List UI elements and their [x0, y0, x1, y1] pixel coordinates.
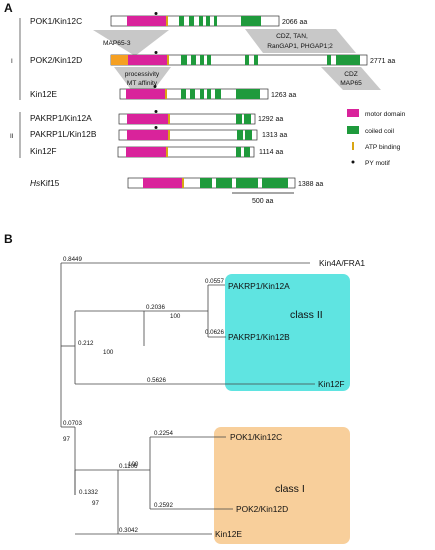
legend-atp-swatch — [352, 142, 354, 150]
annotation-processivity: processivity — [125, 71, 160, 78]
legend-py-label: PY motif — [365, 160, 390, 167]
annotation-cdz-tan: CDZ, TAN, — [276, 33, 308, 40]
domain-bar-pok2 — [110, 51, 368, 66]
leaf-pakrp1b: PAKRP1/Kin12B — [228, 332, 290, 342]
atp-binding-mark — [167, 55, 169, 65]
map65-3-region — [93, 30, 169, 56]
group-i-label: I — [11, 58, 13, 65]
processivity-region — [114, 67, 171, 91]
class-i-label: class I — [275, 483, 305, 495]
branch-length-c2a: 0.2036 — [146, 304, 165, 311]
annotation-map65-3: MAP65-3 — [103, 40, 131, 47]
branch-length-pakrp1b: 0.0626 — [205, 329, 224, 336]
branch-length-kin12e: 0.3042 — [119, 527, 138, 534]
motor-domain — [127, 114, 168, 124]
domain-bar-pok1 — [110, 12, 280, 27]
atp-binding-mark — [166, 147, 168, 157]
motor-domain — [127, 16, 166, 26]
n-terminal-extension — [111, 55, 128, 65]
leaf-pakrp1: PAKRP1/Kin12A — [228, 281, 290, 291]
py-motif-dot — [154, 110, 158, 113]
branch-length-pakrp1: 0.0557 — [205, 278, 224, 285]
phylogenetic-tree — [60, 262, 315, 535]
py-motif-dot — [154, 126, 158, 129]
class-ii-box — [225, 274, 350, 391]
atp-binding-mark — [168, 114, 170, 124]
domain-bar-hskif15 — [127, 177, 296, 189]
domain-bar-pakrp1l — [118, 126, 258, 141]
motor-domain — [126, 89, 165, 99]
length-pakrp1l: 1313 aa — [262, 132, 287, 139]
motor-domain — [128, 55, 167, 65]
protein-label-pakrp1: PAKRP1/Kin12A — [30, 113, 92, 123]
atp-binding-mark — [168, 130, 170, 140]
legend-motor-label: motor domain — [365, 111, 406, 118]
class-i-box — [214, 427, 350, 544]
protein-label-hskif15: HsKif15 — [30, 178, 60, 188]
leaf-pok2: POK2/Kin12D — [236, 504, 288, 514]
motor-domain — [126, 147, 166, 157]
branch-length-c1: 0.1332 — [79, 489, 98, 496]
protein-label-pakrp1l: PAKRP1L/Kin12B — [30, 129, 97, 139]
cdz-tan-region — [245, 29, 356, 53]
branch-length-c2: 0.212 — [78, 340, 94, 347]
domain-bar-kin12f — [117, 146, 255, 158]
py-motif-dot — [154, 51, 158, 54]
annotation-map65: MAP65 — [340, 80, 362, 87]
length-pok1: 2066 aa — [282, 19, 307, 26]
motor-domain — [143, 178, 182, 188]
species-prefix: Hs — [30, 178, 41, 188]
motor-domain — [127, 130, 168, 140]
bootstrap-c2a: 100 — [170, 313, 181, 320]
protein-name: Kif15 — [40, 178, 59, 188]
scale-bar-label: 500 aa — [252, 198, 274, 205]
protein-label-pok1: POK1/Kin12C — [30, 16, 82, 26]
length-kin12f: 1114 aa — [259, 149, 283, 156]
py-motif-dot — [154, 12, 158, 15]
leaf-kin12f: Kin12F — [318, 379, 345, 389]
group-ii-label: II — [10, 133, 14, 140]
branch-length-pok2: 0.2592 — [154, 502, 173, 509]
annotation-mt-affinity: MT affinity — [127, 80, 158, 87]
length-pok2: 2771 aa — [370, 58, 395, 65]
atp-binding-mark — [165, 89, 167, 99]
length-hskif15: 1388 aa — [298, 181, 323, 188]
domain-bar-kin12e — [119, 85, 269, 100]
bootstrap-root: 97 — [63, 436, 70, 443]
protein-label-kin12f: Kin12F — [30, 146, 57, 156]
branch-length-root-c2: 0.0703 — [63, 420, 82, 427]
panel-b-label: B — [4, 232, 13, 246]
length-pakrp1: 1292 aa — [258, 116, 283, 123]
legend-py-dot — [351, 160, 355, 164]
protein-label-pok2: POK2/Kin12D — [30, 55, 82, 65]
legend-coiled-swatch — [347, 126, 359, 134]
annotation-cdz: CDZ — [344, 71, 358, 78]
leaf-pok1: POK1/Kin12C — [230, 432, 282, 442]
domain-bar-pakrp1 — [118, 110, 256, 125]
bootstrap-c1: 97 — [92, 500, 99, 507]
legend-atp-label: ATP binding — [365, 144, 401, 151]
bootstrap-c1a: 100 — [128, 461, 139, 468]
leaf-kin4a: Kin4A/FRA1 — [319, 258, 365, 268]
legend-coiled-label: coiled coil — [365, 128, 394, 135]
protein-label-kin12e: Kin12E — [30, 89, 57, 99]
branch-length-kin12f: 0.5626 — [147, 377, 166, 384]
py-motif-dot — [153, 85, 157, 88]
leaf-kin12e: Kin12E — [215, 529, 242, 539]
bootstrap-c2: 100 — [103, 349, 114, 356]
cdz-map65-region — [321, 67, 381, 90]
branch-length-kin4a: 0.8449 — [63, 256, 82, 263]
atp-binding-mark — [166, 16, 168, 26]
branch-length-pok1: 0.2254 — [154, 430, 173, 437]
length-kin12e: 1263 aa — [271, 92, 296, 99]
branch-length-c1a: 0.1106 — [119, 463, 138, 470]
panel-a-label: A — [4, 1, 13, 15]
legend-motor-swatch — [347, 109, 359, 117]
annotation-rangap: RanGAP1, PHGAP1;2 — [267, 43, 333, 50]
atp-binding-mark — [182, 178, 184, 188]
class-ii-label: class II — [290, 309, 323, 321]
